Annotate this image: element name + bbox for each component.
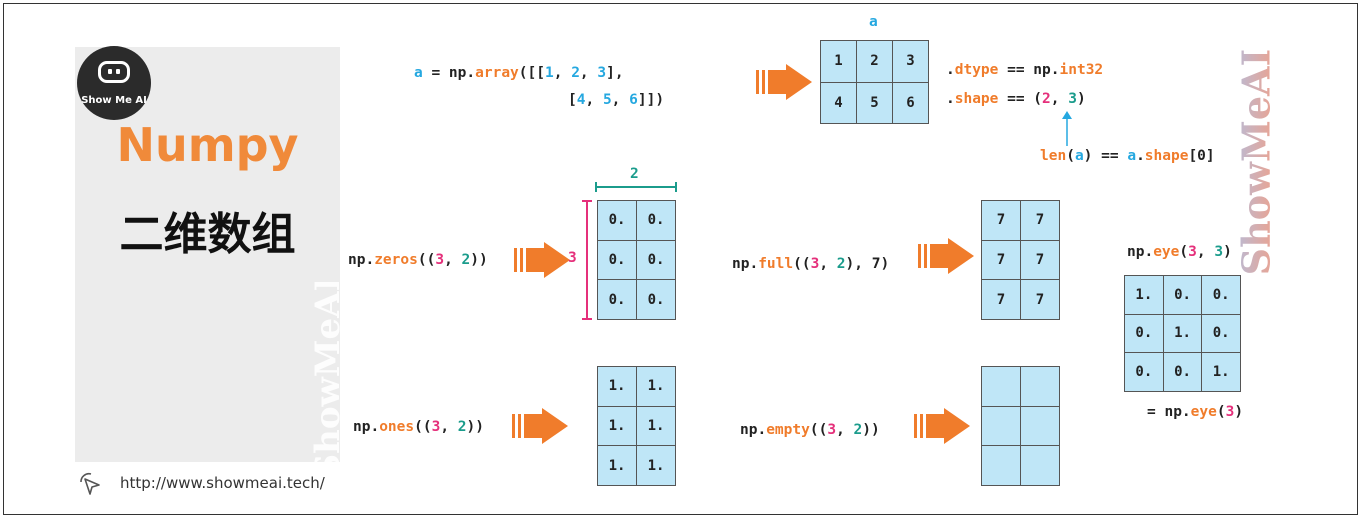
arrow-zeros bbox=[514, 242, 570, 278]
ones-grid: 1.1.1.1.1.1. bbox=[597, 366, 676, 486]
matrix-cell: 0. bbox=[598, 201, 636, 240]
matrix-cell: 3 bbox=[893, 41, 928, 82]
showmeai-logo: Show Me AI bbox=[77, 46, 151, 120]
empty-code: np.empty((3, 2)) bbox=[740, 422, 880, 438]
matrix-cell: 1. bbox=[598, 406, 636, 446]
shape-line: .shape == (2, 3) bbox=[946, 91, 1086, 107]
matrix-cell bbox=[1021, 406, 1059, 446]
logo-text: Show Me AI bbox=[81, 95, 147, 106]
matrix-cell bbox=[982, 406, 1020, 446]
full-code: np.full((3, 2), 7) bbox=[732, 256, 890, 272]
matrix-cell: 1. bbox=[598, 367, 636, 406]
zeros-grid: 0.0.0.0.0.0. bbox=[597, 200, 676, 320]
matrix-cell: 0. bbox=[598, 240, 636, 280]
array-code-line2: [4, 5, 6]]) bbox=[568, 92, 665, 108]
watermark-left: ShowMeAI bbox=[308, 282, 348, 472]
empty-grid bbox=[981, 366, 1060, 486]
matrix-cell: 7 bbox=[982, 240, 1020, 280]
len-line: len(a) == a.shape[0] bbox=[1040, 148, 1215, 164]
watermark-right-text: ShowMeAI bbox=[1240, 49, 1279, 276]
eye-code: np.eye(3, 3) bbox=[1127, 244, 1232, 260]
cols-bracket bbox=[595, 182, 677, 192]
matrix-cell: 1. bbox=[1202, 353, 1240, 391]
matrix-cell: 0. bbox=[637, 240, 675, 280]
dtype-line: .dtype == np.int32 bbox=[946, 62, 1104, 78]
matrix-cell: 7 bbox=[1021, 240, 1059, 280]
matrix-cell: 0. bbox=[1202, 314, 1240, 353]
array-label: a bbox=[869, 14, 878, 30]
matrix-cell: 1. bbox=[1163, 314, 1202, 353]
matrix-cell: 4 bbox=[821, 82, 856, 123]
matrix-cell: 1. bbox=[637, 446, 675, 485]
matrix-cell: 0. bbox=[1125, 314, 1163, 353]
zeros-rows-label: 3 bbox=[568, 250, 577, 266]
page-subtitle: 二维数组 bbox=[119, 209, 296, 260]
slide-frame bbox=[3, 3, 1358, 515]
matrix-cell: 5 bbox=[857, 82, 892, 123]
rows-bracket bbox=[582, 200, 592, 320]
matrix-cell: 0. bbox=[1125, 353, 1163, 391]
matrix-cell: 1 bbox=[821, 41, 856, 82]
page-title: Numpy bbox=[116, 118, 299, 172]
matrix-cell: 1. bbox=[598, 446, 636, 485]
arrow-array bbox=[756, 64, 812, 100]
ones-code: np.ones((3, 2)) bbox=[353, 419, 484, 435]
zeros-code: np.zeros((3, 2)) bbox=[348, 252, 488, 268]
matrix-cell bbox=[1021, 446, 1059, 485]
matrix-cell: 2 bbox=[857, 41, 892, 82]
up-arrow-icon bbox=[1062, 111, 1072, 146]
matrix-cell: 7 bbox=[1021, 201, 1059, 240]
arrow-full bbox=[918, 238, 974, 274]
matrix-cell: 0. bbox=[637, 201, 675, 240]
source-url[interactable]: http://www.showmeai.tech/ bbox=[120, 474, 325, 492]
zeros-cols-label: 2 bbox=[630, 166, 639, 182]
watermark-left-text: ShowMeAI bbox=[308, 282, 348, 472]
matrix-cell: 1. bbox=[637, 367, 675, 406]
matrix-cell: 0. bbox=[1163, 353, 1202, 391]
eye-code-alt: = np.eye(3) bbox=[1147, 404, 1244, 420]
matrix-cell: 1. bbox=[1125, 276, 1163, 314]
matrix-cell: 6 bbox=[893, 82, 928, 123]
array-code-line1: a = np.array([[1, 2, 3], bbox=[414, 65, 624, 81]
matrix-cell: 0. bbox=[637, 280, 675, 319]
matrix-cell: 0. bbox=[1202, 276, 1240, 314]
matrix-cell: 0. bbox=[1163, 276, 1202, 314]
matrix-cell bbox=[1021, 367, 1059, 406]
robot-face-icon bbox=[98, 61, 130, 83]
matrix-cell: 1. bbox=[637, 406, 675, 446]
watermark-right: ShowMeAI bbox=[1240, 49, 1279, 276]
matrix-cell: 7 bbox=[982, 201, 1020, 240]
arrow-ones bbox=[512, 408, 568, 444]
cursor-click-icon bbox=[80, 472, 100, 495]
eye-grid: 1.0.0.0.1.0.0.0.1. bbox=[1124, 275, 1241, 392]
matrix-cell bbox=[982, 446, 1020, 485]
arrow-empty bbox=[914, 408, 970, 444]
matrix-cell: 7 bbox=[982, 280, 1020, 319]
matrix-cell bbox=[982, 367, 1020, 406]
matrix-cell: 7 bbox=[1021, 280, 1059, 319]
matrix-cell: 0. bbox=[598, 280, 636, 319]
